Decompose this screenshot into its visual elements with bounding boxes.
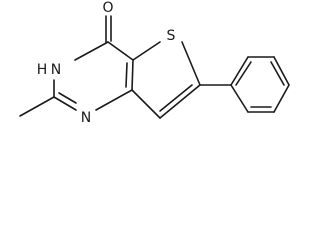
bond-c2-methyl [19, 96, 55, 117]
oxygen-label: O [102, 0, 113, 16]
atom-label-layer: O S H N N [37, 0, 176, 126]
bond-s-c6 [181, 41, 201, 86]
bond-ph-1-2-inner [235, 61, 252, 86]
nh-nitrogen-label: N [51, 62, 61, 78]
nh-hydrogen-label: H [37, 62, 48, 78]
bond-c6-c7 [159, 84, 201, 119]
chemical-structure-diagram: O S H N N [19, 0, 290, 126]
bond-c2-n1 [53, 96, 77, 111]
bond-c4-n3 [74, 41, 109, 61]
bond-ph-3-4-inner [270, 61, 285, 86]
bond-c6-c7-inner [159, 84, 193, 112]
bond-layer [19, 15, 290, 119]
bond-ph-6-1 [230, 84, 249, 113]
bond-ph-1-2 [230, 56, 249, 86]
bond-c4a-s [132, 41, 161, 61]
ring-nitrogen-label: N [81, 110, 91, 126]
bond-ph-4-5 [273, 84, 290, 113]
bond-n1-c7a [95, 89, 133, 111]
bond-c2-n1-inner [58, 92, 77, 104]
sulfur-label: S [167, 28, 176, 44]
bond-c4a-c4 [107, 41, 134, 61]
bond-c7-c7a [131, 89, 161, 119]
bond-c7a-c4a [131, 59, 134, 91]
bond-c7a-c4a-inner [125, 62, 128, 88]
bond-ph-3-4 [273, 56, 290, 86]
